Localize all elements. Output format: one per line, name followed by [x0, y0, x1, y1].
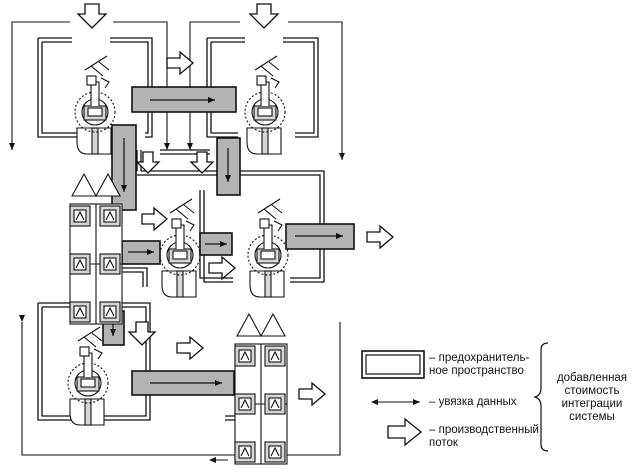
- flow-arrow-right-1: [166, 50, 195, 76]
- flow-arrow-down-1: [135, 151, 161, 174]
- legend-data-link-label: – увязка данных: [429, 396, 517, 408]
- flow-arrow-right-2: [141, 206, 169, 232]
- legend-flow-label: – производственный поток: [429, 424, 539, 449]
- flow-arrow-right-5: [176, 335, 205, 361]
- flow-arrow-right-3: [366, 224, 395, 250]
- fixture-station: [234, 345, 256, 367]
- flow-arrow-right-4: [208, 255, 237, 281]
- cell-frame-top-right: [206, 37, 319, 138]
- fixture-station: [69, 253, 91, 275]
- buffer-horizontal-1: [131, 86, 237, 113]
- fixture-station: [264, 441, 286, 463]
- transfer-column-right: [234, 312, 288, 465]
- robot-cell-1: [74, 55, 116, 155]
- legend-buffer-label: – предохранитель- ное пространство: [429, 352, 530, 377]
- flow-arrows: [76, 3, 395, 407]
- flow-arrow-in-2: [248, 3, 280, 29]
- flow-arrow-down-3: [127, 321, 157, 346]
- flow-arrow-down-2: [189, 151, 215, 174]
- legend-flow-arrow: [387, 417, 423, 447]
- data-link-lines: [9, 21, 345, 463]
- flow-arrow-in-1: [76, 3, 108, 29]
- fixture-station: [99, 301, 121, 323]
- fixture-station: [264, 393, 286, 415]
- flow-arrow-right-6: [298, 381, 327, 407]
- fixture-station: [234, 441, 256, 463]
- transfer-column-left: [69, 172, 123, 325]
- fixture-station: [264, 345, 286, 367]
- summary-label: добавленная стоимость интеграции системы: [556, 372, 628, 423]
- robot-cell-5: [67, 326, 109, 426]
- fixture-station: [69, 205, 91, 227]
- robot-cell-2: [244, 55, 286, 155]
- robot-cell-3: [159, 198, 201, 298]
- fixture-layer: [69, 172, 288, 465]
- legend: [361, 342, 549, 452]
- summary-brace: [533, 342, 549, 452]
- fixture-station: [69, 301, 91, 323]
- fixture-station: [99, 205, 121, 227]
- fixture-station: [99, 253, 121, 275]
- fixture-station: [234, 393, 256, 415]
- robot-layer: [67, 55, 289, 426]
- robot-cell-4: [247, 198, 289, 298]
